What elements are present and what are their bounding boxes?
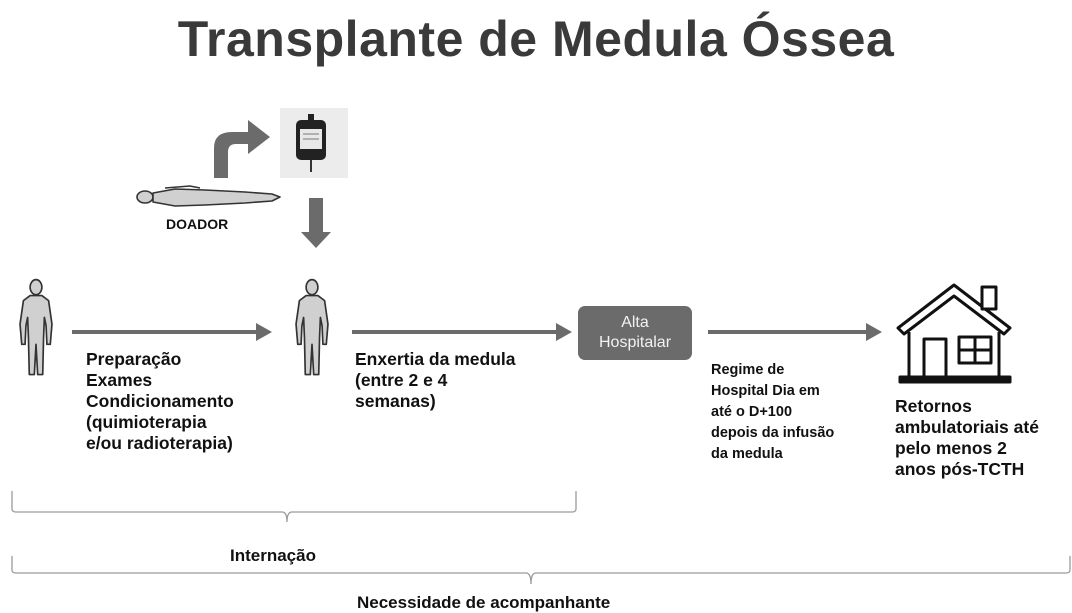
alta-line: Alta (621, 314, 649, 331)
patient-engrafted-person-icon (295, 278, 329, 376)
step2-line: Enxertia da medula (355, 349, 516, 369)
alta-line: Hospitalar (598, 334, 672, 351)
step1-line: e/ou radioterapia) (86, 433, 233, 453)
hospital-dia-line: até o D+100 (711, 404, 793, 420)
lying-person-icon (136, 185, 281, 207)
retornos-text: Retornos ambulatoriais até pelo menos 2 … (895, 396, 1039, 480)
retornos-line: pelo menos 2 (895, 438, 1007, 458)
retornos-line: Retornos (895, 396, 972, 416)
step2-line: (entre 2 e 4 (355, 370, 448, 390)
curved-arrow-icon (214, 120, 270, 178)
patient-person-icon (19, 278, 53, 376)
retornos-line: anos pós-TCTH (895, 459, 1025, 479)
hospital-dia-line: depois da infusão (711, 425, 835, 441)
step2-text: Enxertia da medula (entre 2 e 4 semanas) (355, 349, 515, 412)
page-title: Transplante de Medula Óssea (177, 11, 895, 67)
hospital-dia-line: da medula (711, 446, 783, 462)
house-icon (896, 283, 1012, 384)
step1-line: Exames (86, 370, 153, 390)
step1-text: Preparação Exames Condicionamento (quimi… (86, 349, 234, 454)
down-arrow-icon (301, 198, 331, 248)
step2-line: semanas) (355, 391, 436, 411)
step1-line: Condicionamento (86, 391, 234, 411)
hospital-dia-line: Hospital Dia em (711, 383, 820, 399)
retornos-line: ambulatoriais até (895, 417, 1039, 437)
acompanhante-bracket (11, 556, 1071, 585)
internacao-label: Internação (230, 546, 316, 565)
step1-line: (quimioterapia (86, 412, 207, 432)
arrow-2-icon (352, 323, 572, 341)
hospital-dia-text: Regime de Hospital Dia em até o D+100 de… (711, 360, 834, 465)
blood-bag-icon (296, 114, 326, 172)
step1-line: Preparação (86, 349, 182, 369)
arrow-1-icon (72, 323, 272, 341)
alta-hospitalar-box: Alta Hospitalar (578, 306, 692, 360)
arrow-3-icon (708, 323, 882, 341)
hospital-dia-line: Regime de (711, 362, 785, 378)
internacao-bracket (11, 491, 577, 523)
acompanhante-label: Necessidade de acompanhante (357, 593, 611, 612)
donor-label: DOADOR (166, 216, 229, 232)
